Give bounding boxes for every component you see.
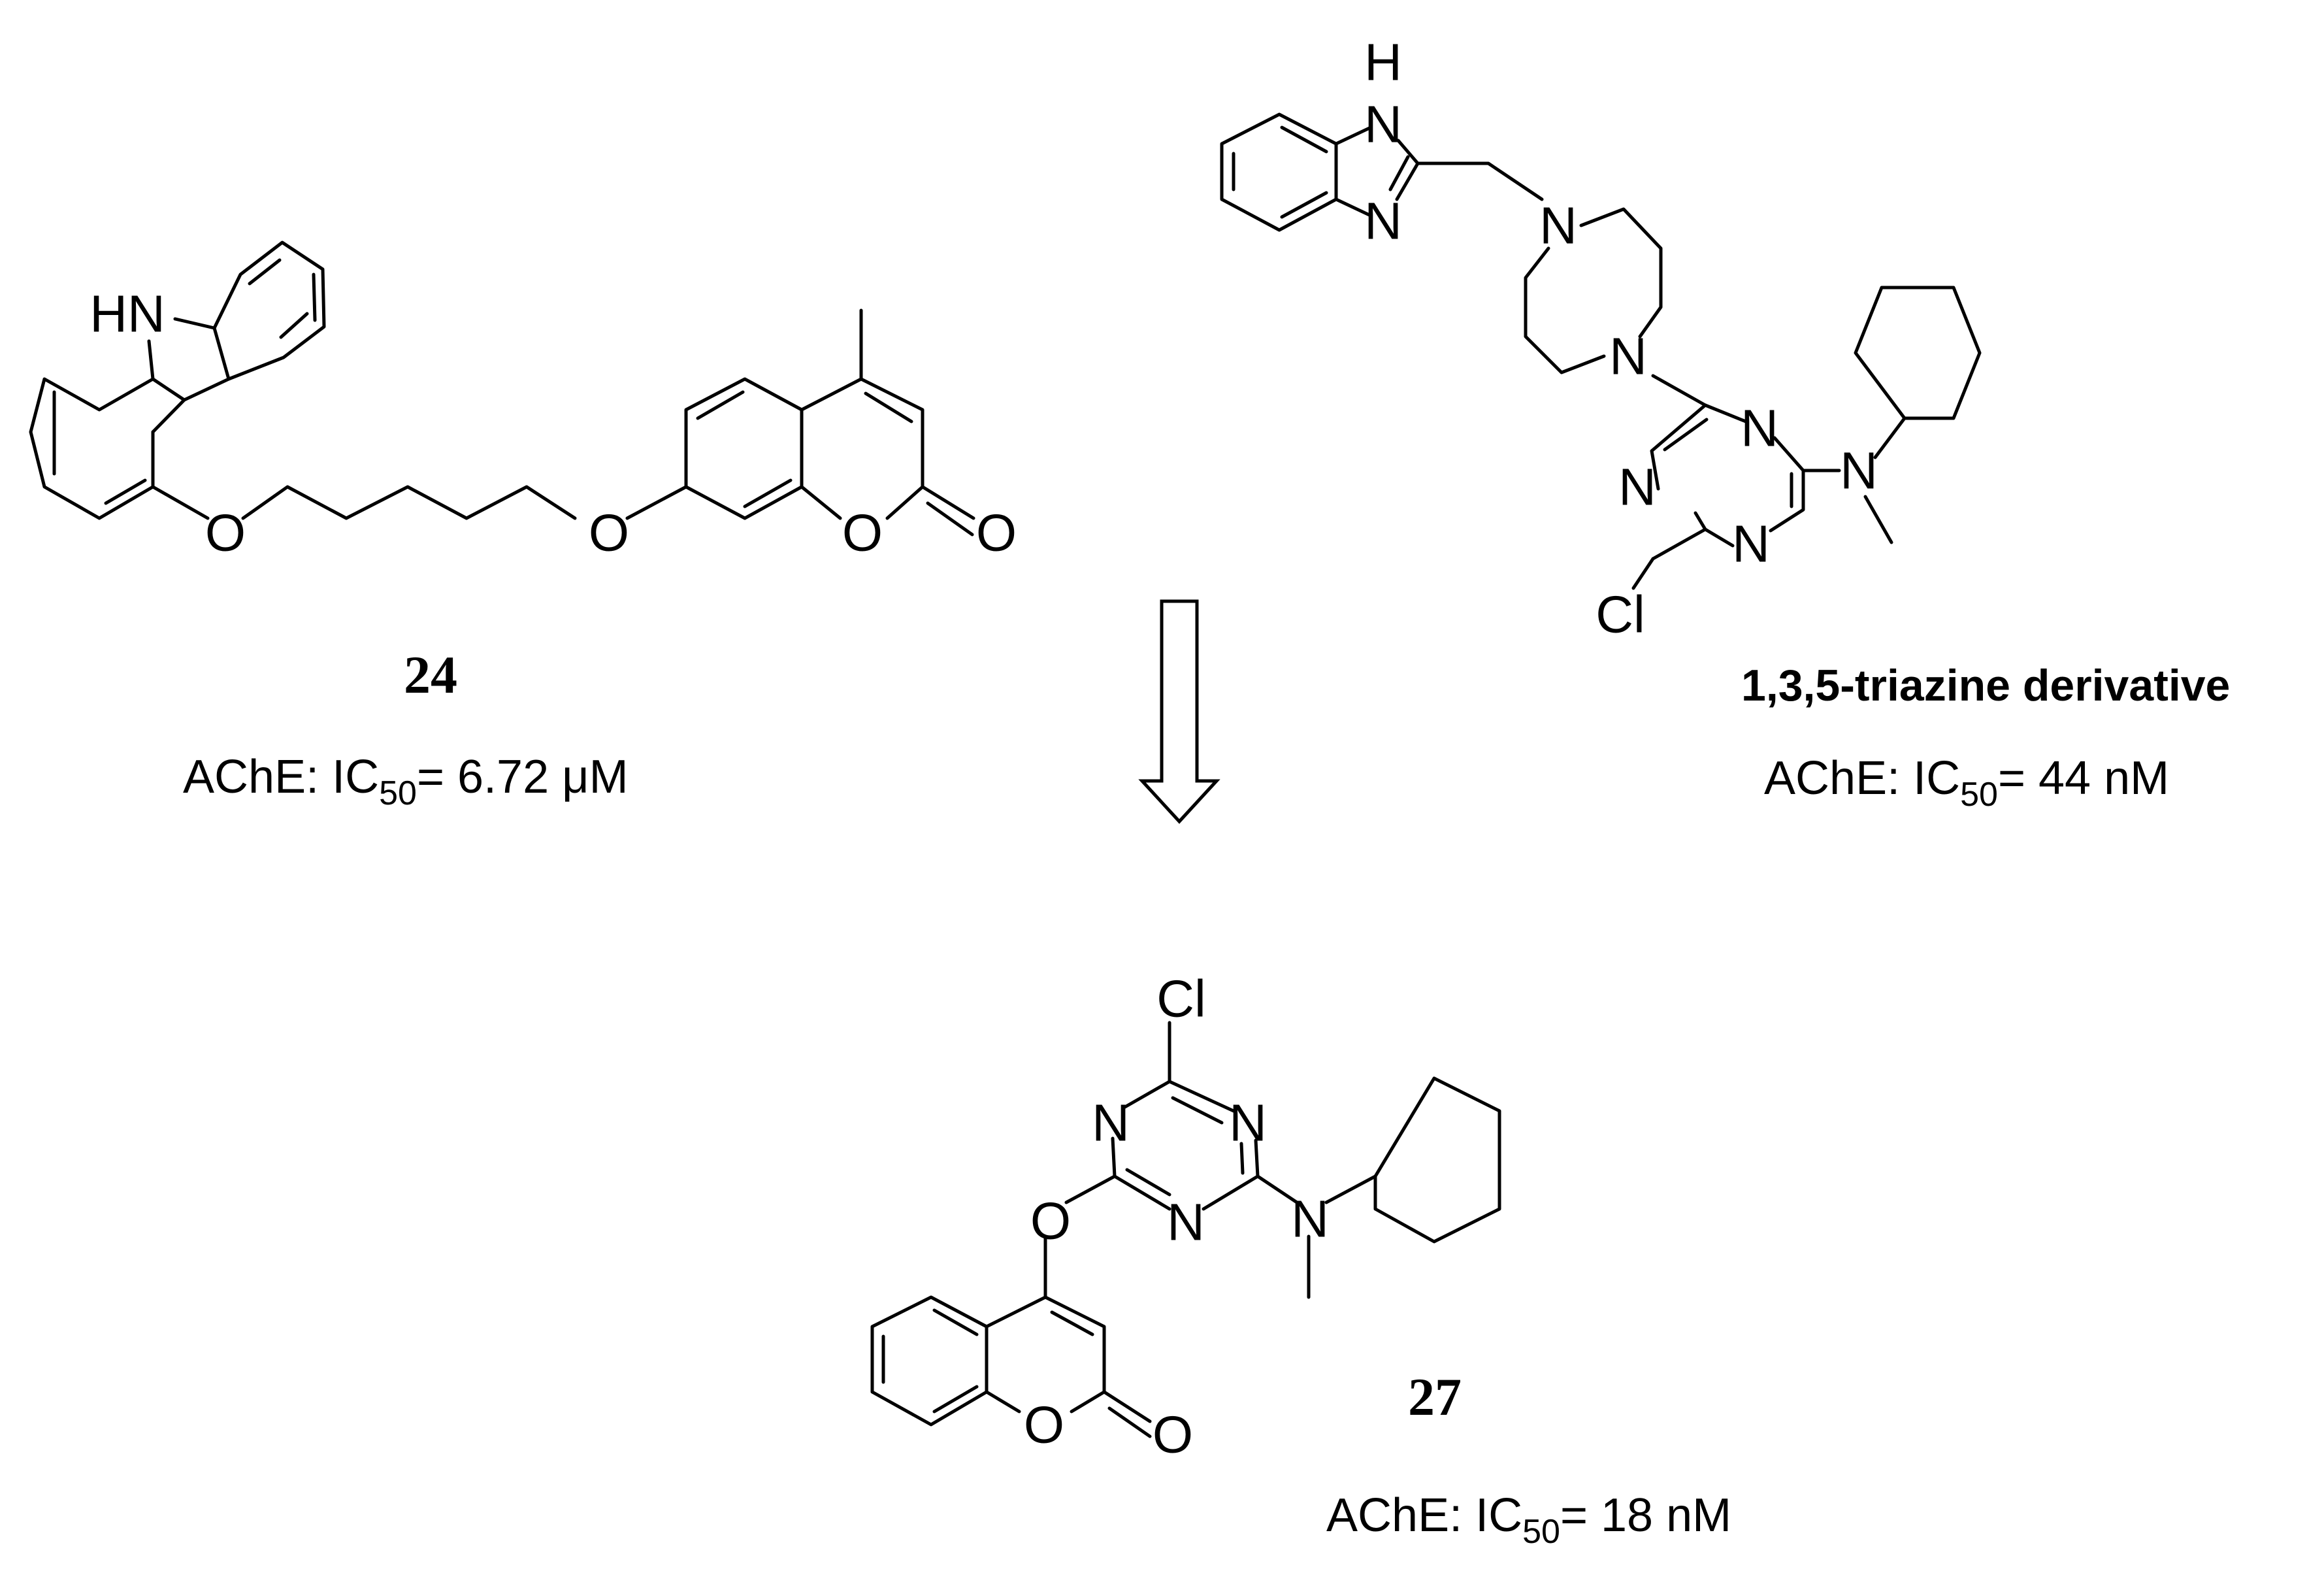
compound-24-activity-sub: 50: [379, 774, 417, 812]
triazine-atom-cl: Cl: [1596, 586, 1645, 644]
compound-24-atom-o2: O: [589, 504, 629, 562]
triazine-atom-n-amine: N: [1840, 442, 1878, 500]
compound-27-activity-metric: IC: [1475, 1489, 1522, 1542]
compound-24-activity-metric: IC: [332, 751, 379, 803]
triazine-atom-n-imidazole: N: [1364, 192, 1402, 250]
triazine-atom-ring-n3: N: [1732, 515, 1770, 573]
compound-27-structure: [870, 1021, 1501, 1438]
compound-27-atom-ring-n2: N: [1229, 1094, 1267, 1152]
compound-27-label: 27: [1408, 1367, 1462, 1427]
compound-24-label: 24: [404, 645, 457, 704]
compound-24-atom-nh: HN: [90, 285, 165, 343]
compound-27-atom-o-link: O: [1030, 1192, 1071, 1250]
compound-24-activity-value: = 6.72 μM: [417, 751, 629, 803]
compound-27-activity: AChE: IC50= 18 nM: [1326, 1489, 1731, 1551]
triazine-activity-sub: 50: [1960, 776, 1998, 814]
compound-24-atom-o1: O: [205, 504, 246, 562]
triazine-derivative-label: 1,3,5-triazine derivative: [1741, 661, 2230, 710]
triazine-activity-metric: IC: [1913, 752, 1960, 804]
triazine-derivative-structure: [1220, 112, 1982, 590]
compound-27-atom-o-carbonyl: O: [1153, 1406, 1193, 1464]
compound-24-atom-o4: O: [976, 504, 1017, 562]
compound-27-atom-n-amine: N: [1291, 1190, 1329, 1248]
down-arrow: [1138, 599, 1220, 824]
compound-27-activity-value: = 18 nM: [1560, 1489, 1731, 1542]
compound-24-atom-o3: O: [842, 504, 883, 562]
compound-24-activity-target: AChE: [183, 751, 306, 803]
compound-27-atom-ring-n3: N: [1167, 1193, 1205, 1251]
compound-27-activity-target: AChE: [1326, 1489, 1449, 1542]
triazine-atom-nh: N: [1364, 95, 1402, 154]
triazine-activity: AChE: IC50= 44 nM: [1764, 752, 2169, 814]
compound-24-structure: [29, 240, 975, 537]
triazine-atom-ring-n1: N: [1741, 399, 1778, 457]
triazine-activity-value: = 44 nM: [1998, 752, 2169, 804]
compound-27-atom-cl: Cl: [1156, 970, 1206, 1028]
compound-27-atom-ring-n1: N: [1092, 1094, 1130, 1152]
triazine-atom-h: H: [1364, 33, 1402, 91]
compound-24-activity: AChE: IC50= 6.72 μM: [183, 751, 629, 812]
triazine-atom-ring-n2: N: [1618, 458, 1656, 516]
compound-27-atom-o-ring: O: [1024, 1396, 1064, 1454]
triazine-activity-target: AChE: [1764, 752, 1887, 804]
compound-27-activity-sub: 50: [1522, 1513, 1560, 1551]
triazine-atom-n-piperazine-top: N: [1539, 197, 1577, 255]
triazine-atom-n-piperazine-bottom: N: [1609, 327, 1647, 386]
